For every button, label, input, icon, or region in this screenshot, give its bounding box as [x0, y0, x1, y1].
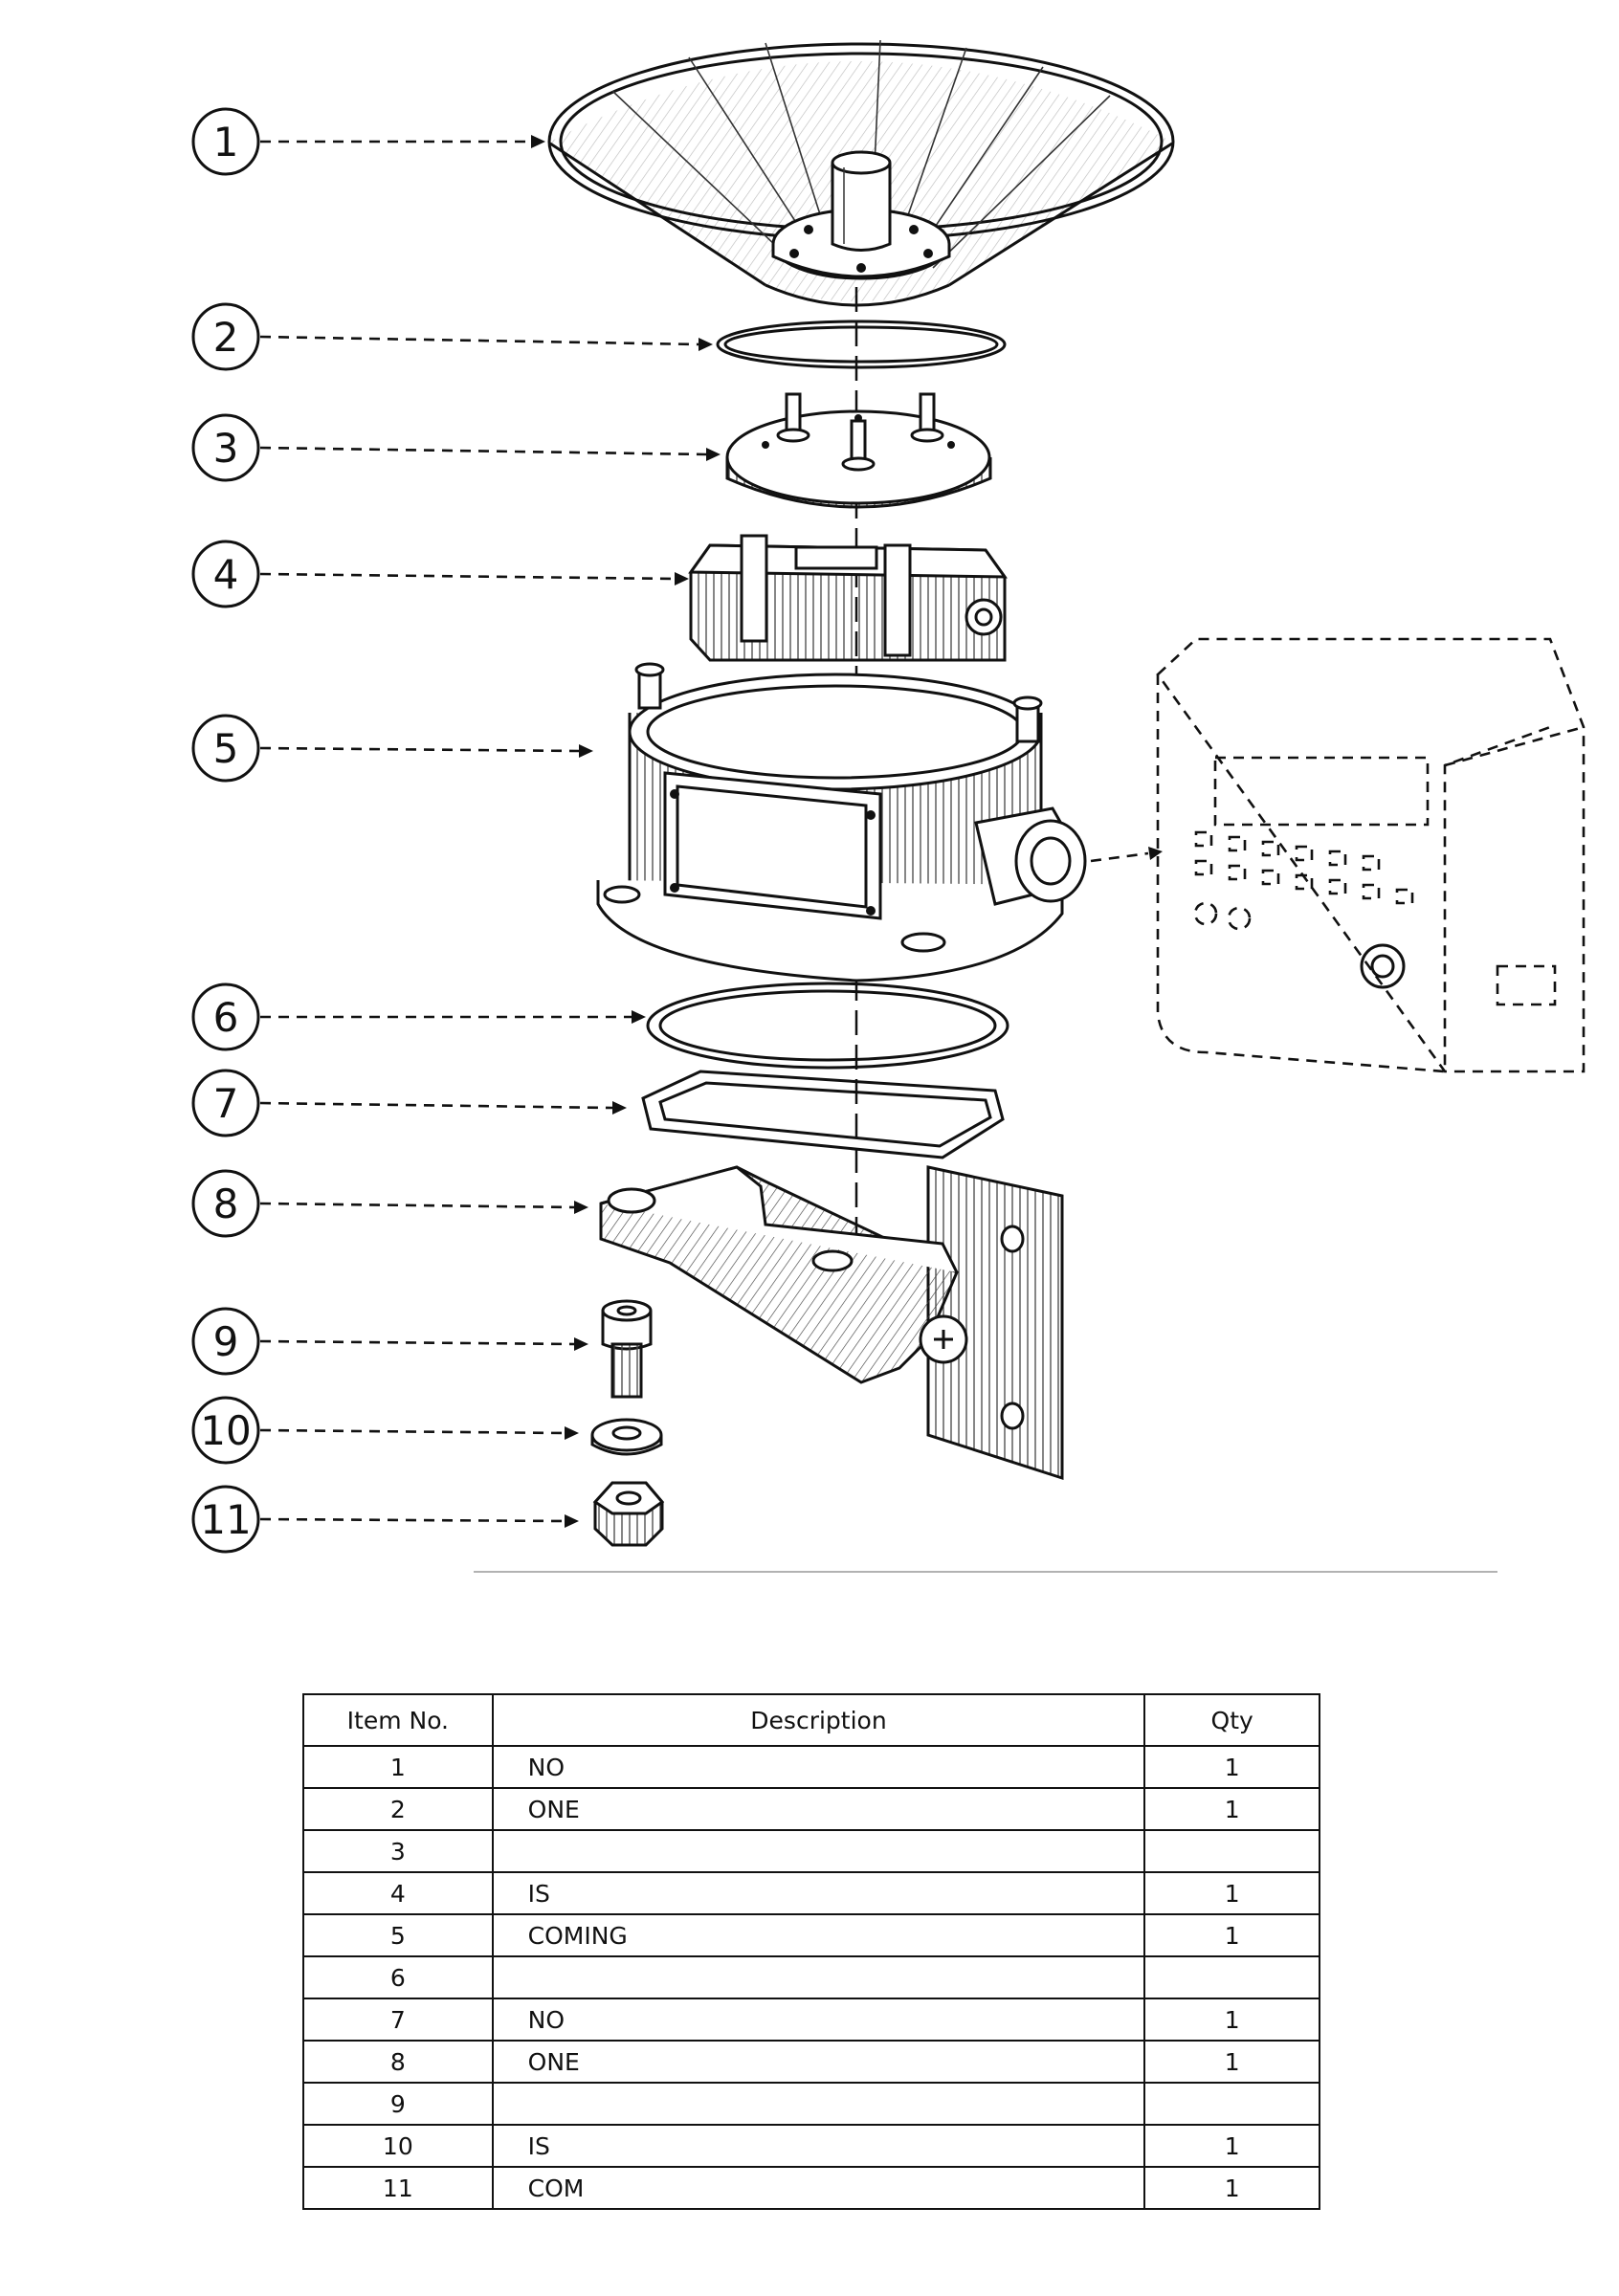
- cell-description: NO: [491, 1998, 1146, 2042]
- callout-8: 8: [191, 1169, 260, 1238]
- svg-text:11: 11: [200, 1496, 251, 1543]
- table-header-row: Item No. Description Qty: [302, 1693, 1320, 1747]
- part-2-o-ring: [716, 320, 1007, 369]
- cell-qty: [1143, 1955, 1320, 1999]
- cell-item: 9: [302, 2082, 494, 2126]
- cell-item: 6: [302, 1955, 494, 1999]
- svg-text:5: 5: [213, 725, 239, 772]
- cell-item: 1: [302, 1745, 494, 1789]
- header-qty: Qty: [1143, 1693, 1320, 1747]
- cell-qty: [1143, 1829, 1320, 1873]
- cell-description: ONE: [491, 2040, 1146, 2084]
- table-row: 3: [302, 1829, 1320, 1873]
- part-9-cap-screw: [601, 1299, 653, 1399]
- svg-text:9: 9: [213, 1318, 239, 1365]
- cell-item: 11: [302, 2166, 494, 2210]
- callout-2: 2: [191, 302, 260, 371]
- svg-text:8: 8: [213, 1181, 239, 1227]
- controller-unit: [1156, 637, 1586, 1073]
- table-row: 6: [302, 1955, 1320, 1999]
- cell-qty: 1: [1143, 1913, 1320, 1957]
- cell-qty: 1: [1143, 2166, 1320, 2210]
- callout-10: 10: [191, 1396, 260, 1465]
- svg-text:4: 4: [213, 551, 239, 598]
- svg-text:2: 2: [213, 314, 239, 361]
- callout-7: 7: [191, 1069, 260, 1137]
- svg-text:10: 10: [200, 1407, 251, 1454]
- part-7-seal: [641, 1070, 1005, 1159]
- cell-qty: 1: [1143, 2124, 1320, 2168]
- callout-9: 9: [191, 1307, 260, 1376]
- exploded-assembly-diagram: 1 2 3 4 5 6 7 8 9 10 11: [191, 39, 1586, 1573]
- cell-qty: [1143, 2082, 1320, 2126]
- svg-text:6: 6: [213, 994, 239, 1041]
- part-6-gasket: [646, 982, 1009, 1070]
- callout-3: 3: [191, 413, 260, 482]
- callout-5: 5: [191, 714, 260, 783]
- cell-description: [491, 1829, 1146, 1873]
- svg-text:1: 1: [213, 119, 239, 166]
- cell-description: NO: [491, 1745, 1146, 1789]
- cell-description: ONE: [491, 1787, 1146, 1831]
- header-description: Description: [491, 1693, 1146, 1747]
- cell-item: 10: [302, 2124, 494, 2168]
- cell-item: 2: [302, 1787, 494, 1831]
- cell-qty: 1: [1143, 1871, 1320, 1915]
- callout-4: 4: [191, 540, 260, 608]
- part-11-hex-nut: [592, 1481, 665, 1547]
- part-10-washer: [590, 1418, 663, 1456]
- cell-item: 8: [302, 2040, 494, 2084]
- svg-text:3: 3: [213, 425, 239, 472]
- cell-qty: 1: [1143, 1787, 1320, 1831]
- cell-qty: 1: [1143, 1998, 1320, 2042]
- cell-item: 3: [302, 1829, 494, 1873]
- part-4-sensor-module: [688, 534, 1008, 662]
- part-1-reflector-dish: [547, 39, 1175, 307]
- cell-item: 7: [302, 1998, 494, 2042]
- cell-description: COM: [491, 2166, 1146, 2210]
- part-3-flange-plate: [725, 392, 992, 509]
- cell-item: 4: [302, 1871, 494, 1915]
- leader-lines: [259, 135, 1163, 1528]
- cell-item: 5: [302, 1913, 494, 1957]
- svg-text:7: 7: [213, 1080, 239, 1127]
- cell-description: [491, 1955, 1146, 1999]
- callout-6: 6: [191, 982, 260, 1051]
- table-row: 9: [302, 2082, 1320, 2126]
- cell-description: IS: [491, 2124, 1146, 2168]
- cell-description: COMING: [491, 1913, 1146, 1957]
- callout-1: 1: [191, 107, 260, 176]
- cell-description: [491, 2082, 1146, 2126]
- cell-description: IS: [491, 1871, 1146, 1915]
- callout-11: 11: [191, 1485, 260, 1554]
- cell-qty: 1: [1143, 1745, 1320, 1789]
- part-8-bracket: [599, 1165, 1064, 1481]
- part-5-housing: [596, 662, 1087, 982]
- header-item-no: Item No.: [302, 1693, 494, 1747]
- cell-qty: 1: [1143, 2040, 1320, 2084]
